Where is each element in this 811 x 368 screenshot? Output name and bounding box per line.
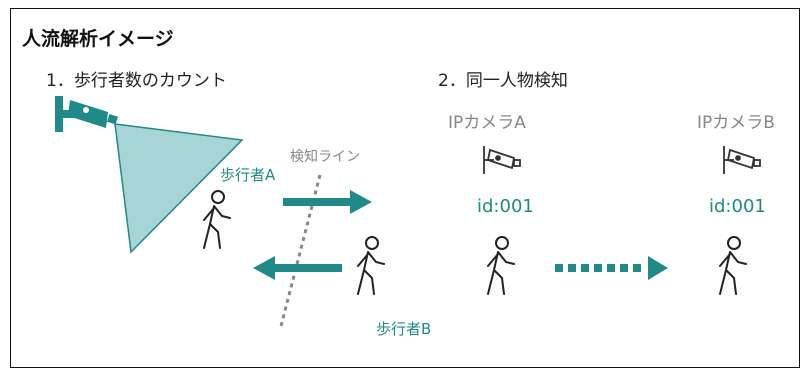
walking-person-icon-b [357, 236, 385, 295]
detection-line-label: 検知ライン [290, 149, 360, 165]
camera-b-id: id:001 [709, 196, 766, 217]
camera-fov-triangle [114, 123, 244, 254]
walking-person-icon-d [719, 236, 747, 295]
pedestrian-b-label: 歩行者B [376, 320, 432, 338]
arrow-left [253, 256, 342, 280]
camera-b-label: IPカメラB [697, 113, 775, 133]
section-1-heading: 1．歩行者数のカウント [46, 71, 227, 91]
arrow-dotted-right [555, 256, 668, 280]
pedestrian-a-label: 歩行者A [220, 166, 276, 184]
camera-a-label: IPカメラA [448, 113, 526, 133]
arrow-right [283, 190, 372, 214]
walking-person-icon-c [487, 236, 515, 295]
walking-person-icon-a [203, 190, 231, 249]
diagram-title: 人流解析イメージ [22, 28, 174, 50]
camera-a-id: id:001 [477, 196, 534, 217]
camera-icon-b [723, 146, 761, 174]
camera-icon-large [55, 96, 118, 132]
camera-icon-a [483, 146, 521, 174]
section-2-heading: 2．同一人物検知 [438, 71, 568, 91]
diagram-graphics [55, 96, 761, 331]
